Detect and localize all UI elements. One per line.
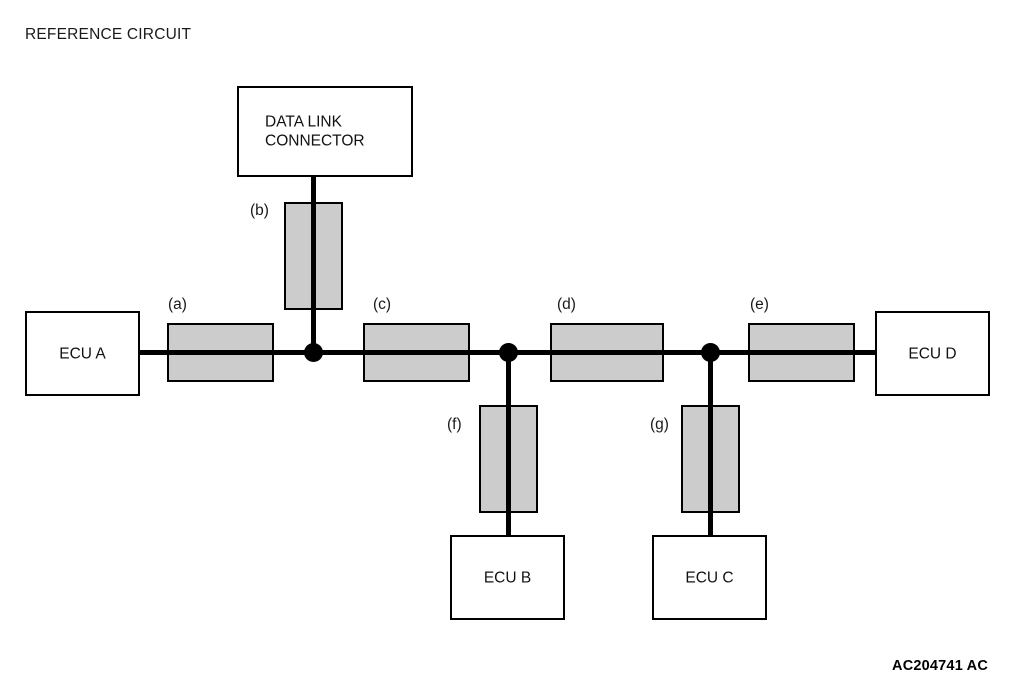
callout-label-a: (a) [168,296,187,313]
ecu-d-box: ECU D [875,311,990,396]
ecu-c-label: ECU C [685,568,734,586]
junction-dot-2 [499,343,518,362]
ecu-c-box: ECU C [652,535,767,620]
callout-label-g: (g) [650,416,669,433]
page-title: REFERENCE CIRCUIT [25,26,192,43]
callout-label-e: (e) [750,296,769,313]
data-link-connector-label: DATA LINK CONNECTOR [265,113,365,150]
callout-label-d: (d) [557,296,576,313]
ecu-b-branch-wire [506,350,511,537]
callout-label-b: (b) [250,202,269,219]
junction-dot-3 [701,343,720,362]
ecu-b-box: ECU B [450,535,565,620]
ecu-d-label: ECU D [908,344,957,362]
callout-label-f: (f) [447,416,462,433]
ecu-b-label: ECU B [483,568,532,586]
ecu-a-label: ECU A [59,344,106,362]
junction-dot-1 [304,343,323,362]
data-link-connector-box: DATA LINK CONNECTOR [237,86,413,177]
reference-code: AC204741 AC [892,658,988,674]
ecu-a-box: ECU A [25,311,140,396]
ecu-c-branch-wire [708,350,713,537]
dlc-branch-wire [311,175,316,355]
callout-label-c: (c) [373,296,392,313]
